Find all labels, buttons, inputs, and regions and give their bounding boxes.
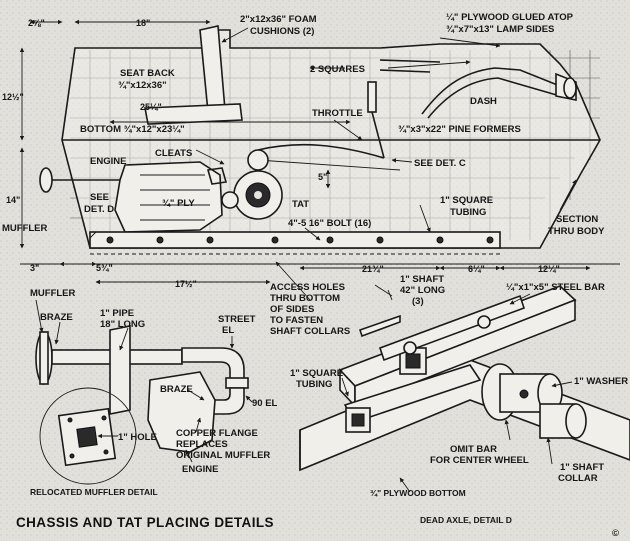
label-braze-1: BRAZE bbox=[40, 312, 73, 323]
label-section-2: THRU BODY bbox=[548, 226, 605, 237]
label-see-det-c: SEE DET. C bbox=[414, 158, 466, 169]
label-muffler-top: MUFFLER bbox=[2, 223, 48, 234]
label-see-det-d-1: SEE bbox=[90, 192, 109, 203]
dim-14: 14" bbox=[6, 195, 20, 205]
label-el-90: 90 EL bbox=[252, 398, 278, 409]
rail-bolts bbox=[106, 236, 494, 244]
label-copper-2: REPLACES bbox=[176, 439, 228, 450]
label-braze-2: BRAZE bbox=[160, 384, 193, 395]
clutch-pulley bbox=[247, 149, 269, 171]
diagram-title: CHASSIS AND TAT PLACING DETAILS bbox=[16, 515, 274, 530]
label-bottom: BOTTOM ¾"x12"x23¼" bbox=[80, 124, 185, 135]
label-shaft-collar-2: COLLAR bbox=[558, 473, 598, 484]
dimension-lines bbox=[19, 19, 620, 285]
label-tat: TAT bbox=[292, 199, 309, 210]
dim-2-5-8: 2⅝" bbox=[28, 18, 45, 28]
part-labels: 2"x12x36" FOAM CUSHIONS (2) ¼" PLYWOOD G… bbox=[2, 12, 628, 498]
relocated-muffler-detail bbox=[35, 325, 249, 485]
label-shaft-1: 1" SHAFT bbox=[400, 274, 444, 285]
detail-callout-circle bbox=[39, 387, 137, 485]
label-plywood-2: ¾"x7"x13" LAMP SIDES bbox=[446, 24, 554, 35]
label-access-3: OF SIDES bbox=[270, 304, 314, 315]
throttle-lever bbox=[367, 81, 377, 113]
label-street-el-1: STREET bbox=[218, 314, 256, 325]
label-seat-back-1: SEAT BACK bbox=[120, 68, 175, 79]
dim-12-1-4: 12¼" bbox=[538, 264, 560, 274]
dead-axle-detail bbox=[299, 285, 630, 472]
label-cleats: CLEATS bbox=[155, 148, 192, 159]
label-relocated: RELOCATED MUFFLER DETAIL bbox=[30, 487, 158, 497]
label-shaft-collar-1: 1" SHAFT bbox=[560, 462, 604, 473]
label-ply: ¾" PLY bbox=[162, 198, 195, 209]
label-throttle: THROTTLE bbox=[312, 108, 363, 119]
label-seat-back-2: ¾"x12x36" bbox=[118, 80, 167, 91]
steel-bar bbox=[378, 294, 526, 362]
leader-lines-axle bbox=[341, 284, 573, 493]
dim-18: 18" bbox=[136, 18, 150, 28]
label-access-4: TO FASTEN bbox=[270, 315, 323, 326]
label-shaft-3: (3) bbox=[412, 296, 424, 307]
label-plywood-1: ¼" PLYWOOD GLUED ATOP bbox=[446, 12, 574, 23]
shaft bbox=[358, 314, 401, 338]
dim-21-3-4: 21¾" bbox=[362, 264, 384, 274]
body-side-view bbox=[39, 25, 601, 255]
label-sq-tubing-top-1: 1" SQUARE bbox=[440, 195, 493, 206]
leader-lines-muffler bbox=[35, 261, 311, 463]
label-shaft-2: 42" LONG bbox=[400, 285, 445, 296]
label-hole: 1" HOLE bbox=[118, 432, 157, 443]
dim-17-5: 17½" bbox=[175, 279, 197, 289]
label-muffler-left: MUFFLER bbox=[30, 288, 76, 299]
dim-5-3-4: 5¾" bbox=[96, 263, 113, 273]
label-two-squares: 2 SQUARES bbox=[310, 64, 365, 75]
label-sq-tubing-bot-2: TUBING bbox=[296, 379, 332, 390]
label-dash: DASH bbox=[470, 96, 497, 107]
dash-curve bbox=[421, 67, 566, 115]
label-washer: 1" WASHER bbox=[574, 376, 628, 387]
label-copper-3: ORIGINAL MUFFLER bbox=[176, 450, 270, 461]
label-access-1: ACCESS HOLES bbox=[270, 282, 345, 293]
leader-lines-top bbox=[89, 27, 577, 241]
label-engine-bottom: ENGINE bbox=[182, 464, 218, 475]
dimension-labels: 2⅝" 18" 12½" 14" 25¼" 5" 3" 5¾" 17½" 21¾… bbox=[2, 18, 560, 289]
label-steel-bar: ¼"x1"x5" STEEL BAR bbox=[506, 282, 605, 293]
throttle-cable bbox=[257, 143, 385, 159]
muffler-top bbox=[39, 167, 53, 193]
engine-lower bbox=[147, 371, 216, 453]
label-bolt: 4"-5 16" BOLT (16) bbox=[288, 218, 371, 229]
label-see-det-d-2: DET. D bbox=[84, 204, 114, 215]
engine-block bbox=[114, 161, 223, 233]
dim-12-5: 12½" bbox=[2, 92, 24, 102]
label-sq-tubing-bot-1: 1" SQUARE bbox=[290, 368, 343, 379]
label-street-el-2: EL bbox=[222, 325, 234, 336]
dim-25-1-4: 25¼" bbox=[140, 102, 162, 112]
label-omit-bar-1: OMIT BAR bbox=[450, 444, 497, 455]
label-section-1: SECTION bbox=[556, 214, 598, 225]
label-foam-2: CUSHIONS (2) bbox=[250, 26, 314, 37]
dim-3: 3" bbox=[30, 263, 39, 273]
label-omit-bar-2: FOR CENTER WHEEL bbox=[430, 455, 529, 466]
label-sq-tubing-top-2: TUBING bbox=[450, 207, 486, 218]
label-pipe-2: 18" LONG bbox=[100, 319, 145, 330]
label-foam-1: 2"x12x36" FOAM bbox=[240, 14, 317, 25]
label-engine-top: ENGINE bbox=[90, 156, 126, 167]
label-copper-1: COPPER FLANGE bbox=[176, 428, 258, 439]
label-access-2: THRU BOTTOM bbox=[270, 293, 340, 304]
square-tubing-rail bbox=[89, 231, 501, 249]
dim-6-1-4: 6¼" bbox=[468, 264, 485, 274]
label-access-5: SHAFT COLLARS bbox=[270, 326, 350, 337]
label-plywood-bottom: ¾" PLYWOOD BOTTOM bbox=[370, 488, 466, 498]
corner-mark: © bbox=[612, 528, 619, 539]
dim-5: 5" bbox=[318, 172, 327, 182]
diagram-subtitle: DEAD AXLE, DETAIL D bbox=[420, 515, 512, 525]
label-pine-formers: ¾"x3"x22" PINE FORMERS bbox=[398, 124, 521, 135]
label-pipe-1: 1" PIPE bbox=[100, 308, 134, 319]
